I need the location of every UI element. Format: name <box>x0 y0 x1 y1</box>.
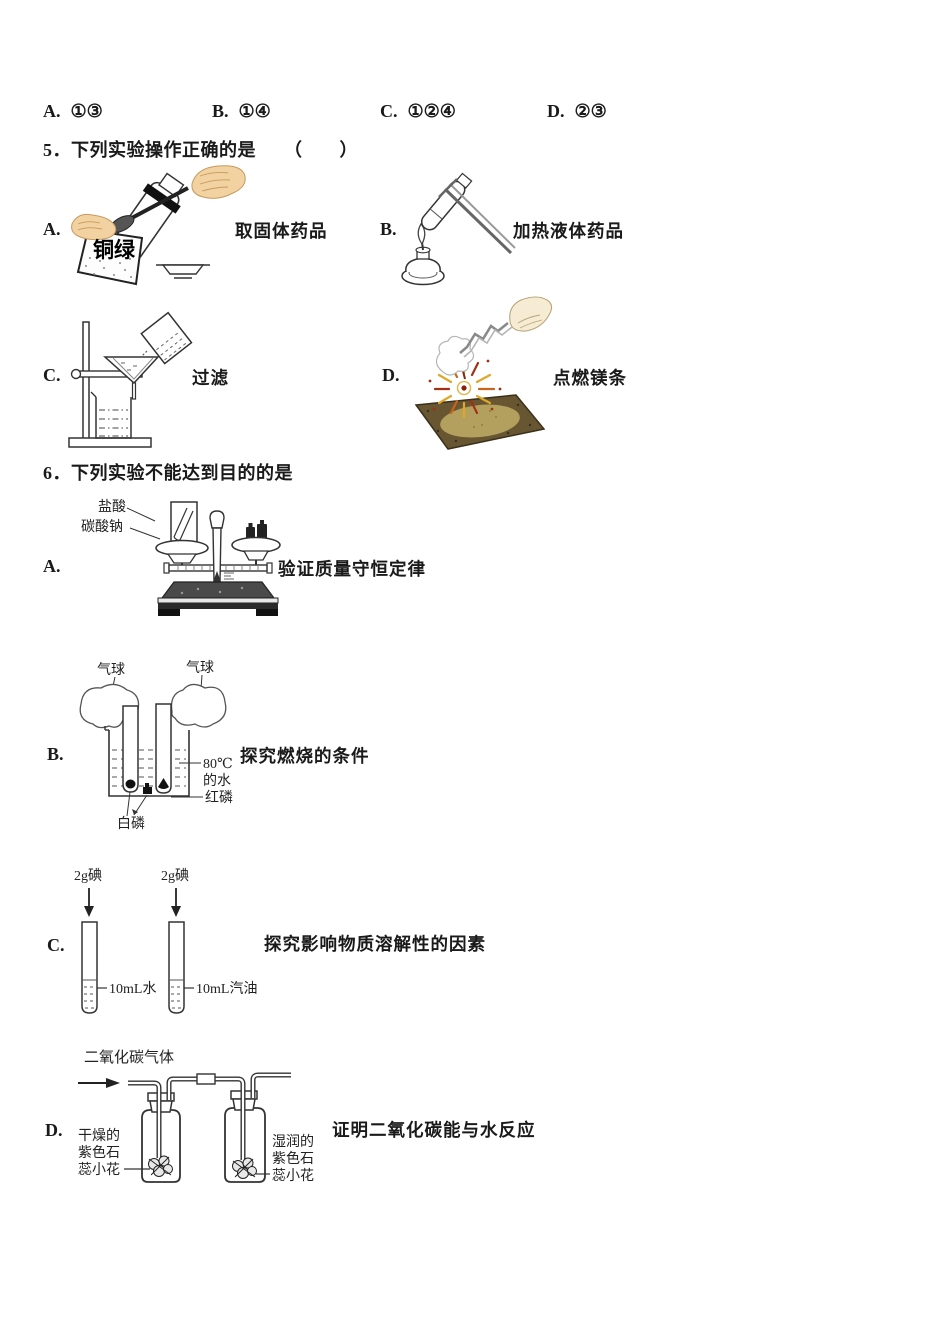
dry-label-line3: 蕊小花 <box>78 1162 120 1178</box>
red-phosphorus-label: 红磷 <box>205 790 233 806</box>
right-hand <box>191 165 246 199</box>
q6-option-d-letter: D. <box>45 1120 63 1140</box>
tube-coupler <box>196 1073 216 1085</box>
answer-option-a: A. ①③ <box>43 101 103 122</box>
co2-gas-label: 二氧化碳气体 <box>84 1049 174 1066</box>
q5-option-a-letter: A. <box>43 219 61 239</box>
dry-litmus-flower <box>148 1155 173 1177</box>
q5-option-b-letter: B. <box>380 219 397 239</box>
q6-option-b-letter: B. <box>47 744 64 764</box>
q5-a-diagram-take-solid: 铜绿 <box>71 165 246 286</box>
water-volume-label: 10mL水 <box>109 981 156 997</box>
balloon-left-label: 气球 <box>97 662 125 678</box>
q5-c-diagram-filtration <box>68 311 193 448</box>
answer-b-label: B. <box>212 101 229 121</box>
wet-litmus-flower <box>232 1157 257 1179</box>
q6-d-diagram-co2-water: 二氧化碳气体 <box>78 1049 314 1184</box>
q6-b-diagram-combustion: 气球 气球 80℃ 的水 红磷 白磷 <box>79 660 233 832</box>
balloon-right <box>170 683 227 728</box>
flame <box>417 222 426 246</box>
answer-a-label: A. <box>43 101 61 121</box>
q6-option-a-letter: A. <box>43 556 61 576</box>
wet-label-line1: 湿润的 <box>272 1134 314 1150</box>
question6-title: 6．下列实验不能达到目的的是 <box>43 463 293 483</box>
question5-title: 5．下列实验操作正确的是 （ ） <box>43 140 358 160</box>
q6-c-caption: 探究影响物质溶解性的因素 <box>264 934 486 954</box>
answer-b-value: ①④ <box>238 101 271 121</box>
q6-c-diagram-solubility: 2g碘 2g碘 10mL水 10mL汽油 <box>74 868 257 1014</box>
answer-c-label: C. <box>380 101 398 121</box>
iodine-right-label: 2g碘 <box>161 868 189 884</box>
answer-option-d: D. ②③ <box>547 101 607 122</box>
soda-label: 碳酸钠 <box>81 519 123 535</box>
q5-d-diagram-ignite-magnesium <box>414 296 553 450</box>
q5-option-d-letter: D. <box>382 365 400 385</box>
q5-d-caption: 点燃镁条 <box>553 368 627 388</box>
smoke <box>435 335 475 376</box>
answer-d-value: ②③ <box>574 101 607 121</box>
temp-label: 80℃ <box>203 757 233 772</box>
q6-a-caption: 验证质量守恒定律 <box>278 559 426 579</box>
gasoline-volume-label: 10mL汽油 <box>196 981 257 997</box>
water-label: 的水 <box>203 773 231 789</box>
dry-label-line2: 紫色石 <box>78 1144 120 1161</box>
left-hand <box>71 213 117 241</box>
q5-c-caption: 过滤 <box>192 368 229 388</box>
balloon-right-label: 气球 <box>186 660 214 676</box>
q6-b-caption: 探究燃烧的条件 <box>240 746 370 766</box>
white-phosphorus-label: 白磷 <box>117 816 145 832</box>
iodine-left-label: 2g碘 <box>74 868 102 884</box>
q6-d-caption: 证明二氧化碳能与水反应 <box>332 1120 536 1140</box>
q5-a-caption: 取固体药品 <box>235 221 328 241</box>
acid-label: 盐酸 <box>98 499 126 515</box>
answer-option-c: C. ①②④ <box>380 101 456 122</box>
bag-label: 铜绿 <box>93 238 136 262</box>
answer-option-b: B. ①④ <box>212 101 271 122</box>
wet-label-line3: 蕊小花 <box>272 1168 314 1184</box>
q5-option-c-letter: C. <box>43 365 61 385</box>
q5-b-caption: 加热液体药品 <box>513 221 624 241</box>
q6-option-c-letter: C. <box>47 935 65 955</box>
answer-c-value: ①②④ <box>407 101 456 121</box>
q6-a-diagram-balance: 盐酸 碳酸钠 <box>81 499 281 616</box>
hand <box>509 296 553 332</box>
answer-a-value: ①③ <box>70 101 103 121</box>
wet-label-line2: 紫色石 <box>272 1150 314 1167</box>
q5-b-diagram-heat-liquid <box>401 172 516 286</box>
answer-d-label: D. <box>547 101 565 121</box>
dry-label-line1: 干燥的 <box>78 1128 120 1144</box>
